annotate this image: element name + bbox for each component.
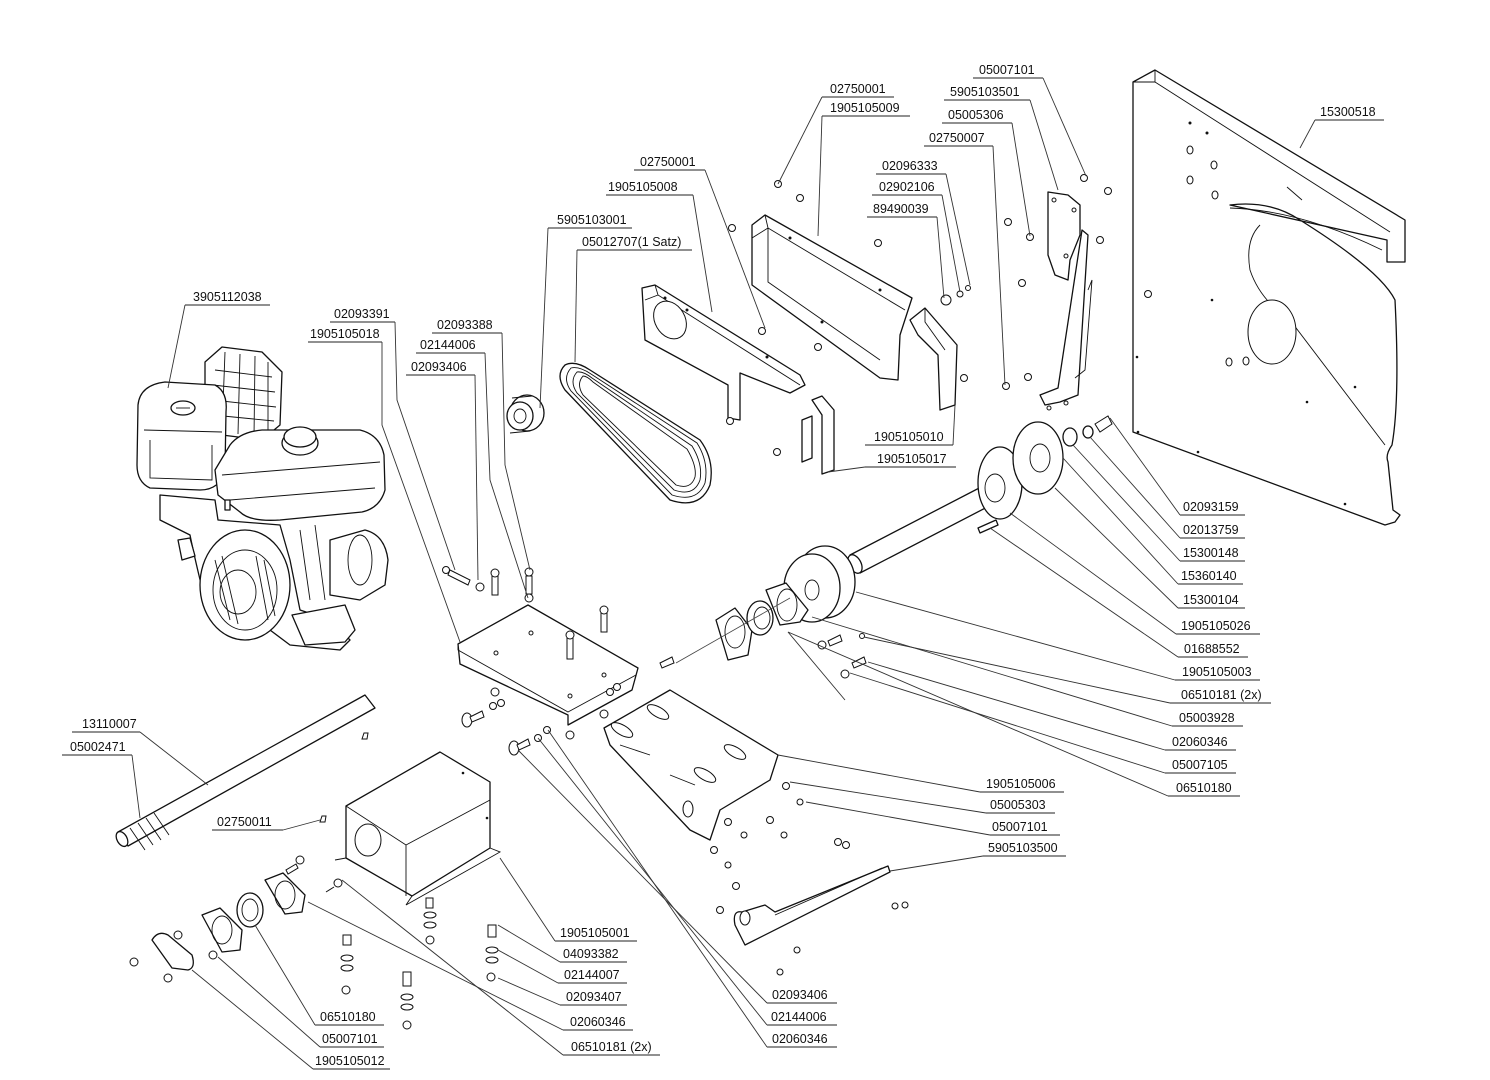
part-label: 02093406	[411, 360, 467, 374]
part-label: 15300148	[1183, 546, 1239, 560]
v-belt-set	[559, 362, 712, 504]
part-label: 1905105008	[608, 180, 678, 194]
engine-pulley	[506, 394, 545, 434]
part-label: 02750007	[929, 131, 985, 145]
handle-tube	[115, 694, 376, 851]
part-label: 02060346	[772, 1032, 828, 1046]
fasteners	[129, 174, 1152, 1030]
part-label: 1905105006	[986, 777, 1056, 791]
part-label: 1905105001	[560, 926, 630, 940]
part-label: 15300518	[1320, 105, 1376, 119]
belt-guard-top-cover	[751, 214, 913, 381]
part-label: 02013759	[1183, 523, 1239, 537]
lower-bracket	[733, 865, 891, 946]
part-label: 02750001	[640, 155, 696, 169]
belt-guard-inner-plate	[641, 284, 806, 421]
part-labels: 3905112038 02093391 1905105018 02093388 …	[70, 63, 1376, 1068]
guard-bracket-vertical	[1039, 191, 1093, 411]
part-label: 02093391	[334, 307, 390, 321]
part-label: 02096333	[882, 159, 938, 173]
part-label: 1905105012	[315, 1054, 385, 1068]
part-label: 05007105	[1172, 758, 1228, 772]
part-label: 06510180	[320, 1010, 376, 1024]
part-label: 13110007	[82, 717, 137, 731]
part-label: 1905105003	[1182, 665, 1252, 679]
part-label: 06510181 (2x)	[571, 1040, 652, 1054]
part-label: 02902106	[879, 180, 935, 194]
part-label: 15360140	[1181, 569, 1237, 583]
part-label: 06510180	[1176, 781, 1232, 795]
part-label: 02144006	[771, 1010, 827, 1024]
part-label: 05007101	[992, 820, 1048, 834]
part-label: 1905105017	[877, 452, 947, 466]
part-label: 05002471	[70, 740, 126, 754]
part-label: 02750011	[217, 815, 272, 829]
part-label: 06510181 (2x)	[1181, 688, 1262, 702]
part-label: 02093407	[566, 990, 622, 1004]
part-label: 05012707(1 Satz)	[582, 235, 681, 249]
part-label: 05003928	[1179, 711, 1235, 725]
part-label: 05007101	[979, 63, 1035, 77]
drive-shaft-assembly	[783, 415, 1113, 623]
part-label: 02093388	[437, 318, 493, 332]
part-label: 5905103500	[988, 841, 1058, 855]
part-label: 1905105009	[830, 101, 900, 115]
part-label: 5905103001	[557, 213, 627, 227]
leader-lines	[62, 77, 1384, 1070]
part-label: 04093382	[563, 947, 619, 961]
back-plate	[1132, 69, 1406, 526]
shaft-bearing-flanges	[675, 582, 809, 664]
part-label: 1905105010	[874, 430, 944, 444]
electrical-box	[334, 751, 502, 906]
engine-base-plate	[457, 604, 639, 726]
part-label: 3905112038	[193, 290, 262, 304]
part-label: 02060346	[570, 1015, 626, 1029]
part-label: 05005306	[948, 108, 1004, 122]
part-label: 1905105026	[1181, 619, 1251, 633]
part-label: 02144006	[420, 338, 476, 352]
part-label: 02144007	[564, 968, 620, 982]
part-label: 02060346	[1172, 735, 1228, 749]
part-label: 15300104	[1183, 593, 1239, 607]
part-label: 5905103501	[950, 85, 1020, 99]
part-label: 02093406	[772, 988, 828, 1002]
part-label: 02093159	[1183, 500, 1239, 514]
engine	[136, 346, 389, 651]
part-label: 05007101	[322, 1032, 378, 1046]
part-label: 02750001	[830, 82, 886, 96]
part-label: 89490039	[873, 202, 929, 216]
part-label: 01688552	[1184, 642, 1240, 656]
support-bracket	[603, 689, 779, 841]
part-label: 05005303	[990, 798, 1046, 812]
guard-brackets	[801, 307, 958, 475]
part-label: 1905105018	[310, 327, 380, 341]
left-bearing-assembly	[151, 872, 306, 971]
